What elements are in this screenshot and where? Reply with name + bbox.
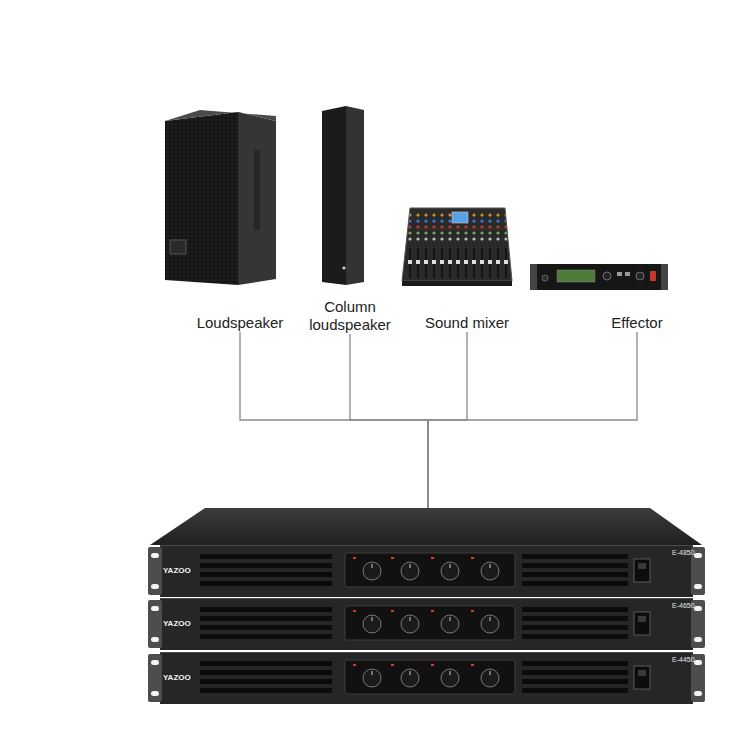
device-name: Loudspeaker: [180, 314, 300, 332]
mixer-surface: [402, 208, 512, 281]
speaker-logo: [170, 240, 186, 254]
effector-button: [625, 272, 630, 276]
amplifier-front: [148, 598, 705, 650]
model-number: E-4650: [672, 602, 695, 610]
amplifier-front: [148, 652, 705, 704]
effector-button: [617, 272, 622, 276]
device-name: Column loudspeaker: [298, 298, 402, 334]
speaker-side-mark: [254, 150, 260, 230]
column-front: [322, 106, 346, 285]
brand-name: YAZOO: [163, 619, 191, 629]
effector-body: [530, 264, 668, 290]
signal-line: [240, 332, 428, 508]
mixer-lip: [402, 281, 512, 286]
brand-name: YAZOO: [163, 673, 191, 683]
mixer-screen: [452, 212, 468, 223]
device-label: Sound mixer: [412, 314, 522, 332]
mixer-outline: [402, 208, 512, 281]
effector-knob: [603, 272, 611, 280]
model-number: E-4850: [672, 549, 695, 557]
rack-ear: [530, 264, 537, 290]
speaker-side: [238, 112, 276, 285]
amplifier-lid: [150, 508, 702, 545]
rack-ear: [661, 264, 668, 290]
signal-line: [350, 334, 428, 508]
speaker-front: [165, 112, 238, 285]
effector-power: [650, 271, 656, 281]
device-label: Column loudspeaker: [298, 298, 402, 334]
model-number: E-4450: [672, 656, 695, 664]
amplifier-front: [148, 545, 705, 597]
effector-jack: [542, 275, 548, 281]
effector-knob: [636, 272, 644, 280]
column-badge: [342, 266, 345, 269]
column-side: [346, 106, 364, 285]
amplifier-unit: YAZOO E-4650: [148, 598, 705, 650]
device-name: Sound mixer: [412, 314, 522, 332]
device-name: Effector: [597, 314, 677, 332]
effector-display: [557, 270, 595, 282]
brand-name: YAZOO: [163, 566, 191, 576]
amplifier-unit: YAZOO E-4450: [148, 652, 705, 704]
amplifier-unit: YAZOO E-4850: [148, 508, 705, 597]
device-label: Loudspeaker: [180, 314, 300, 332]
device-label: Effector: [597, 314, 677, 332]
signal-line: [428, 332, 637, 508]
speaker-top: [165, 110, 276, 121]
